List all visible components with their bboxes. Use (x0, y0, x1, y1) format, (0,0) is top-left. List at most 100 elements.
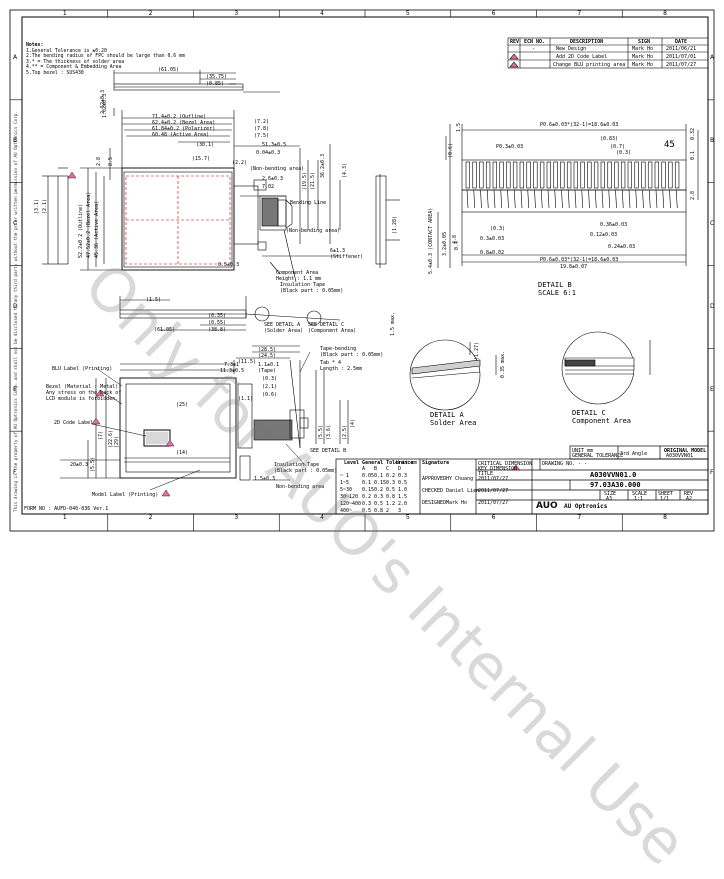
label-insulation-black: (Black part : 0.05mm) (274, 468, 338, 474)
critical-dimension: CRITICAL DIMENSION (478, 461, 533, 467)
label-insulation: Insulation Tape (274, 462, 320, 468)
dim-bottom-3: (0.35) (208, 313, 227, 319)
label-blu: BLU Label (Printing) (52, 366, 113, 372)
tolerance-cell: 0.2 (386, 473, 396, 479)
frame-col-label: 2 (148, 514, 153, 521)
dim-21-5: (21.5) (310, 171, 316, 190)
dim-15-7: (15.7) (192, 156, 211, 162)
rev-value: A2 (686, 496, 693, 502)
dim-back-20: (5.5) (90, 456, 96, 472)
frame-row-label: E (13, 385, 17, 393)
dim-bezel-width: 62.4±0.2 (Bezel Area) (152, 120, 216, 126)
see-detail-a-sub: (Solder Area) (264, 328, 304, 334)
unit-mm: UNIT mm (572, 448, 594, 454)
dim-back-3: (11.5) (238, 359, 257, 365)
frame-row-label: B (710, 137, 715, 145)
dim-8-5: 8.5 (108, 156, 114, 166)
rev-header-date: DATE (675, 39, 688, 45)
original-model-value: A030VVN01 (666, 453, 694, 459)
rev-header-rev: REV (510, 39, 520, 45)
tolerance-cell: 0.5 (374, 501, 384, 507)
label-stress-1: Any stress on the back of (46, 390, 122, 396)
frame-col-label: 4 (320, 10, 324, 17)
detail-b-0-7: (0.7) (610, 144, 626, 150)
tolerance-cell: 0.2 (374, 487, 384, 493)
dim-back-17: 20±0.3 (70, 462, 89, 468)
drawing-number: 97.03A30.000 (590, 481, 641, 489)
drawing-no-label: DRAWING NO. - - (542, 461, 588, 467)
drawing-linework (9, 9, 715, 532)
tolerance-cell: 120~400 (340, 501, 362, 507)
tolerance-cell: 2 (386, 508, 390, 514)
tolerance-cell: 0.15 (374, 480, 387, 486)
tolerance-cell: 1.2 (386, 501, 396, 507)
signature-cell: APPROVED (422, 476, 447, 482)
tolerance-cell: 0.5 (386, 487, 396, 493)
dim-51-3: 51.3±0.5 (262, 142, 287, 148)
dim-back-13: (1.1) (238, 396, 254, 402)
frame-row-label: A (710, 54, 715, 62)
frame-row-label: F (710, 468, 714, 476)
tolerance-cell: 0.1 (362, 480, 372, 486)
company-name: AU Optronics (564, 503, 608, 510)
tolerance-cell: 30~120 (340, 494, 359, 500)
dim-7-8: (7.8) (254, 126, 270, 132)
detail-b-19-8: 19.8±0.07 (560, 264, 588, 270)
label-tape-bending: Tape-bending (320, 346, 357, 352)
dim-active-width: 60.48 (Active Area) (152, 132, 210, 138)
dim-back-11: (25) (176, 402, 189, 408)
tolerance-cell: 0.8 (374, 508, 384, 514)
dim-bezel-height: 47.52±0.2 (Bezel Area) (86, 191, 92, 258)
callout-insulation-black: (Black part : 0.05mm) (280, 288, 344, 294)
dim-half-width: (30.1) (196, 142, 215, 148)
rev-row-2-sign: Mark Ho (632, 54, 654, 60)
dim-36-2: 36.2±0.3 (320, 153, 326, 178)
callout-non-bending-2: (Non-bending area) (286, 228, 341, 234)
callout-bending-line: Bending Line (290, 200, 327, 206)
detail-b-contact: 5.4±0.3 (CONTACT AREA) (428, 207, 434, 274)
label-model: Model Label (Printing) (92, 492, 159, 498)
dim-side-right-2: 1.5 max. (390, 311, 396, 336)
frame-col-label: 6 (491, 10, 496, 17)
dim-7-5: (7.5) (254, 133, 270, 139)
company-logo: AUO (536, 501, 558, 511)
signature-cell: CHECKED (422, 488, 444, 494)
frame-col-label: 3 (234, 514, 239, 521)
rev-row-2-date: 2011/07/01 (666, 54, 697, 60)
see-detail-a: SEE DETAIL A (264, 322, 301, 328)
detail-b-3-2: 3.2±0.05 (442, 231, 448, 256)
detail-a-title: DETAIL A (430, 411, 464, 419)
dim-back-5: 11.3±0.5 (220, 368, 245, 374)
rev-row-1-ecn: - (532, 46, 536, 52)
signature-cell: 2011/07/27 (478, 476, 509, 482)
dim-side-left-1: (3.1) (34, 198, 40, 214)
tolerance-cell: ~ 1 (340, 473, 350, 479)
dim-back-14: (5.5) (318, 424, 324, 440)
rev-label: REV (684, 491, 694, 497)
dim-bottom-1: (1.5) (146, 297, 162, 303)
detail-b-0-3a: (0.3) (616, 150, 632, 156)
dim-6: 6±1.3 (330, 248, 346, 254)
rev-row-1-sign: Mark Ho (632, 46, 654, 52)
frame-col-label: 3 (234, 10, 239, 17)
label-bezel: Bezel (Material : Metal) (46, 384, 119, 390)
general-tolerance: GENERAL TOLERANCE (572, 453, 624, 459)
callout-component-area: Component Area (276, 270, 319, 276)
detail-c-title: DETAIL C (572, 409, 606, 417)
label-non-bending: Non-bending area (276, 484, 325, 490)
label-see-detail-b: SEE DETAIL B (310, 448, 347, 454)
dim-19-5: (19.5) (302, 171, 308, 190)
dim-outline-height: 52.2±0.2 (Outline) (78, 203, 84, 258)
rev-header-ecn: ECN NO. (524, 39, 546, 45)
frame-row-label: D (13, 302, 18, 310)
signature-cell: 2011/07/27 (478, 488, 509, 494)
tolerance-cell: 0.15 (362, 487, 375, 493)
dim-side-left-3: (2.1) (42, 198, 48, 214)
dim-back-24: (1.27) (474, 341, 480, 360)
dim-back-19: (7) (98, 430, 104, 440)
dim-0-04: 0.04±0.3 (256, 150, 281, 156)
drawing-title: A030VVN01.0 (590, 471, 637, 479)
third-angle: 3rd Angle (620, 451, 648, 457)
frame-row-label: F (13, 468, 17, 476)
